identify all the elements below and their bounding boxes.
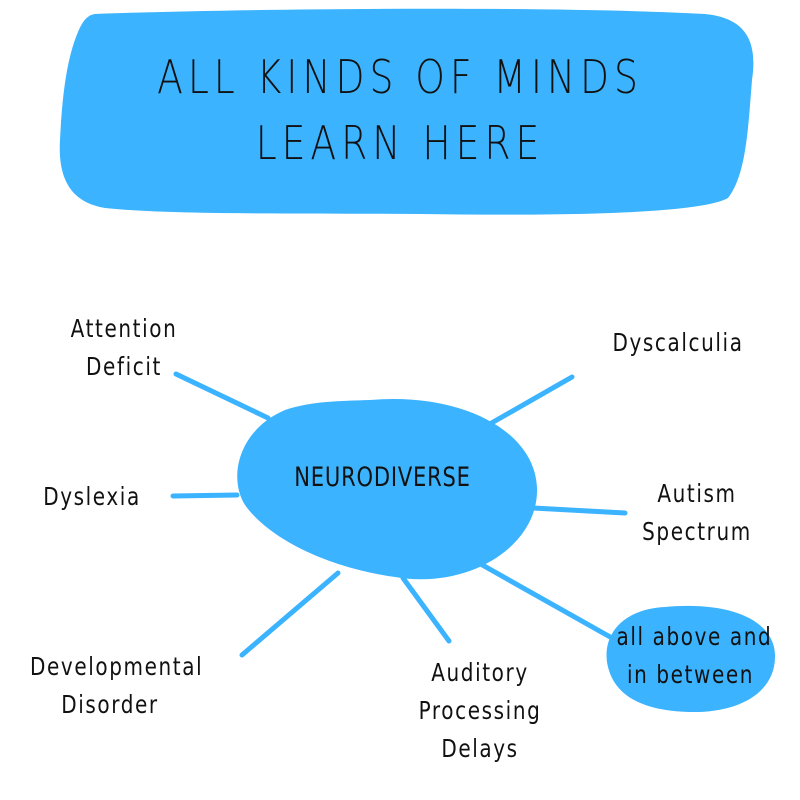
label-autism-spectrum: Autism Spectrum: [637, 475, 757, 551]
connector-lines: [170, 371, 628, 658]
connector-autism: [530, 505, 628, 516]
label-all-above-line1: all above and: [616, 622, 773, 651]
connector-dyslexia: [170, 492, 240, 499]
label-all-above-line2: in between: [626, 660, 755, 689]
neurodiverse-label: NEURODIVERSE: [294, 462, 471, 493]
connector-all-above: [474, 559, 615, 641]
label-attention-deficit: Attention Deficit: [60, 310, 188, 386]
connector-auditory: [400, 575, 452, 644]
label-auditory-line2: Processing: [418, 696, 542, 725]
label-all-above: all above and in between: [616, 618, 773, 694]
label-dyscalculia-line1: Dyscalculia: [612, 328, 744, 357]
connector-attention: [173, 371, 271, 421]
label-auditory-line1: Auditory: [431, 658, 529, 687]
label-dyslexia: Dyslexia: [36, 478, 148, 516]
label-auditory-line3: Delays: [441, 734, 519, 763]
title-line-1: ALL KINDS OF MINDS: [157, 50, 643, 104]
label-attention-line1: Attention: [70, 314, 178, 343]
label-developmental-line1: Developmental: [30, 652, 204, 681]
label-developmental-disorder: Developmental Disorder: [30, 648, 204, 724]
label-dyscalculia: Dyscalculia: [606, 324, 750, 362]
title-line-2: LEARN HERE: [255, 116, 545, 170]
title-banner: [59, 8, 754, 215]
label-attention-line2: Deficit: [86, 352, 162, 381]
neurodiverse-node: [237, 398, 538, 580]
connector-dyscalculia: [485, 374, 575, 428]
label-developmental-line2: Disorder: [61, 690, 159, 719]
connector-developmental: [239, 570, 341, 658]
label-auditory-processing-delays: Auditory Processing Delays: [416, 654, 544, 768]
label-dyslexia-line1: Dyslexia: [43, 482, 141, 511]
label-autism-line1: Autism: [657, 479, 737, 508]
all-above-node: [606, 605, 776, 713]
label-autism-line2: Spectrum: [642, 517, 752, 546]
